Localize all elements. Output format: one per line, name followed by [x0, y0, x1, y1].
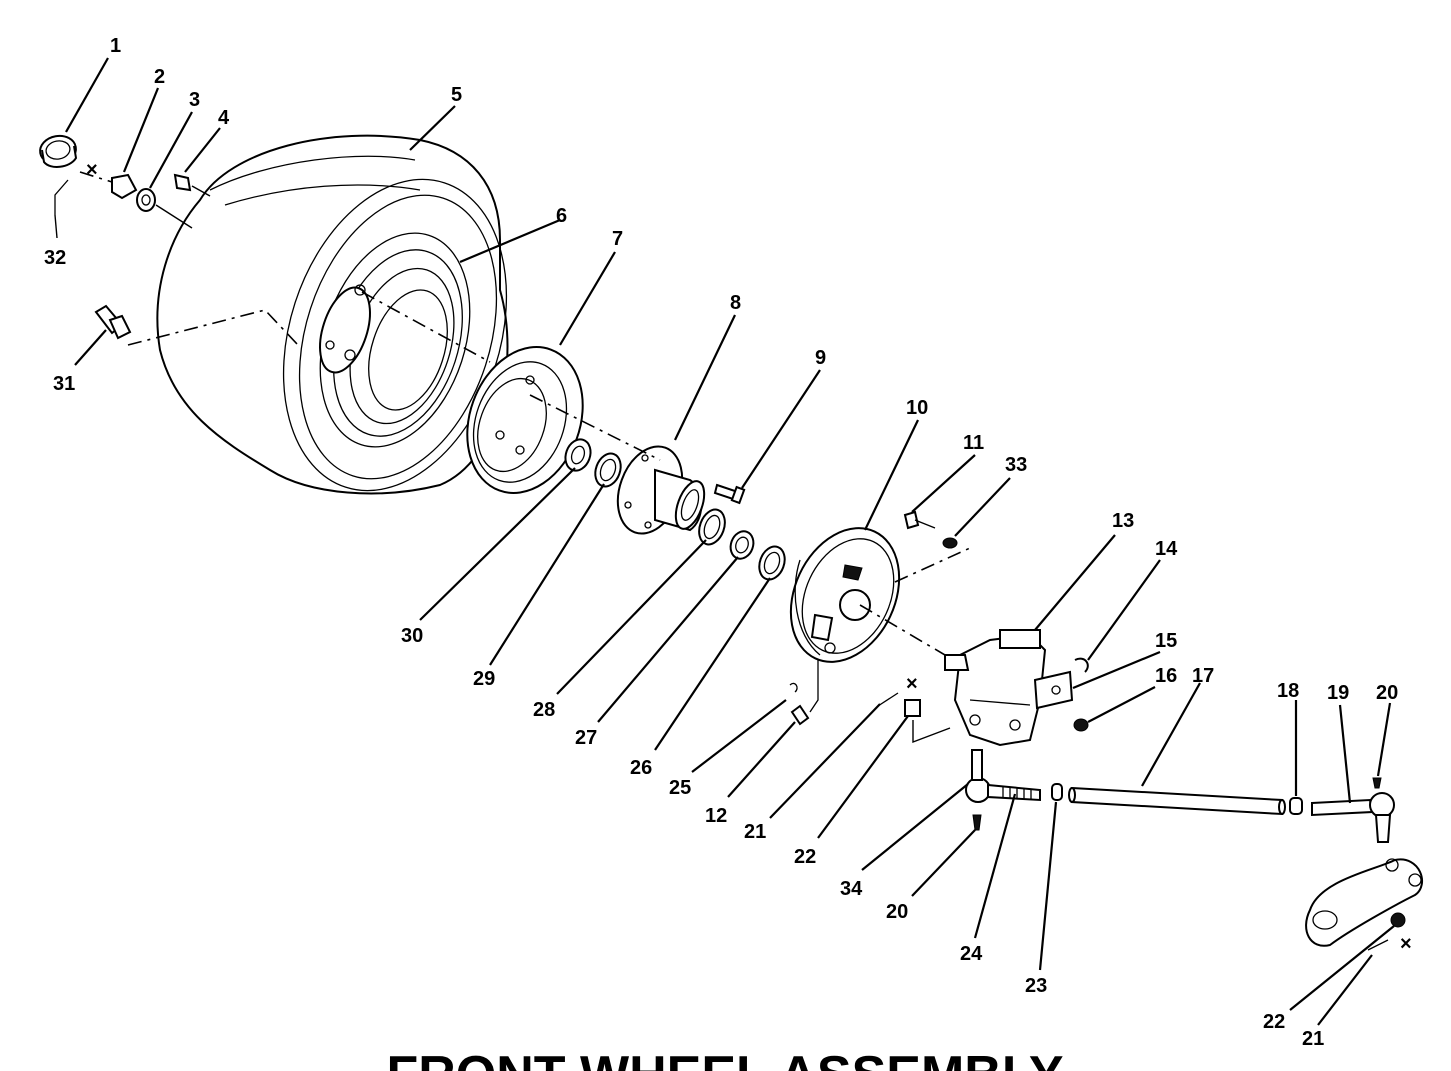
- callout-label: 21: [1302, 1028, 1324, 1050]
- washer-33: [942, 537, 958, 549]
- tie-rod-end-right: [1311, 792, 1395, 843]
- zerk-fitting-left: [972, 814, 982, 831]
- callout-label: 11: [963, 432, 984, 454]
- callout-label: 32: [44, 247, 66, 269]
- callout-label: 31: [53, 373, 75, 395]
- washer-3: [136, 188, 156, 212]
- callout-label: 1: [110, 35, 121, 57]
- callout-label: 34: [840, 878, 863, 900]
- callout-label: 26: [630, 757, 652, 779]
- x-mark: ×: [86, 159, 98, 181]
- castle-nut-22a: [904, 699, 921, 717]
- callout-label: 8: [730, 292, 741, 314]
- callout-label: 16: [1155, 665, 1177, 687]
- brake-backing-plate: [789, 527, 901, 663]
- callout-label: 9: [815, 347, 826, 369]
- jam-nut-23: [1051, 783, 1063, 801]
- x-mark: ×: [1400, 933, 1412, 955]
- callout-label: 27: [575, 727, 597, 749]
- callout-label: 3: [189, 89, 200, 111]
- hub-bolt: [713, 483, 746, 505]
- mounting-bracket: [1033, 670, 1074, 710]
- callout-label: 22: [794, 846, 816, 868]
- callout-label: 22: [1263, 1011, 1285, 1033]
- wheel-hub-half: [466, 346, 584, 494]
- callout-label: 7: [612, 228, 623, 250]
- tire: [156, 134, 509, 495]
- jam-nut-18: [1289, 797, 1303, 815]
- tie-rod: [1068, 786, 1286, 816]
- lug-nut: [111, 173, 138, 200]
- callout-label: 12: [705, 805, 727, 827]
- callout-label: 28: [533, 699, 555, 721]
- callout-label: 17: [1192, 665, 1214, 687]
- callout-label: 30: [401, 625, 423, 647]
- callout-labels: 1 2 3 4 5 6 7 8 9 10 11 33 13 14 15 16 1…: [44, 35, 1398, 1050]
- grease-seal: [758, 545, 786, 581]
- callout-label: 15: [1155, 630, 1177, 652]
- diagram-title: FRONT WHEEL ASSEMBLY: [386, 1046, 1063, 1071]
- castle-nut-22b: [1390, 912, 1406, 928]
- callout-label: 29: [473, 668, 495, 690]
- cotter-pin-21b: [1367, 939, 1389, 951]
- tie-rod-end-left: [965, 749, 1041, 803]
- callout-label: 13: [1112, 510, 1134, 532]
- cotter-pin-32: [54, 179, 69, 215]
- callout-label: 5: [451, 84, 462, 106]
- callout-label: 20: [886, 901, 908, 923]
- wheel-hub: [616, 445, 706, 535]
- callout-label: 2: [154, 66, 165, 88]
- steering-arm: [1305, 858, 1424, 947]
- callout-label: 25: [669, 777, 691, 799]
- zerk-fitting-right: [1372, 777, 1382, 789]
- nut-16: [1073, 718, 1089, 732]
- callout-label: 24: [960, 943, 983, 965]
- leader-lines: [54, 57, 1395, 1026]
- retaining-clip: [1074, 657, 1089, 673]
- grease-fitting: [789, 660, 819, 726]
- callout-label: 19: [1327, 682, 1349, 704]
- callout-label: 33: [1005, 454, 1027, 476]
- cotter-pin-21a: [877, 692, 899, 707]
- spindle: [944, 629, 1047, 747]
- callout-label: 21: [744, 821, 766, 843]
- valve-stem: [94, 304, 132, 340]
- bearing-cup: [698, 508, 726, 546]
- x-mark: ×: [906, 673, 918, 695]
- callout-label: 10: [906, 397, 928, 419]
- brake-bolt: [903, 510, 936, 530]
- callout-label: 6: [556, 205, 567, 227]
- inner-bearing: [729, 530, 755, 560]
- hub-cap: [39, 134, 78, 168]
- callout-label: 23: [1025, 975, 1047, 997]
- callout-label: 18: [1277, 680, 1299, 702]
- callout-label: 20: [1376, 682, 1398, 704]
- assembly-center-lines: [79, 171, 971, 744]
- callout-label: 14: [1155, 538, 1178, 560]
- bolt-4: [173, 173, 192, 192]
- callout-label: 4: [218, 107, 230, 129]
